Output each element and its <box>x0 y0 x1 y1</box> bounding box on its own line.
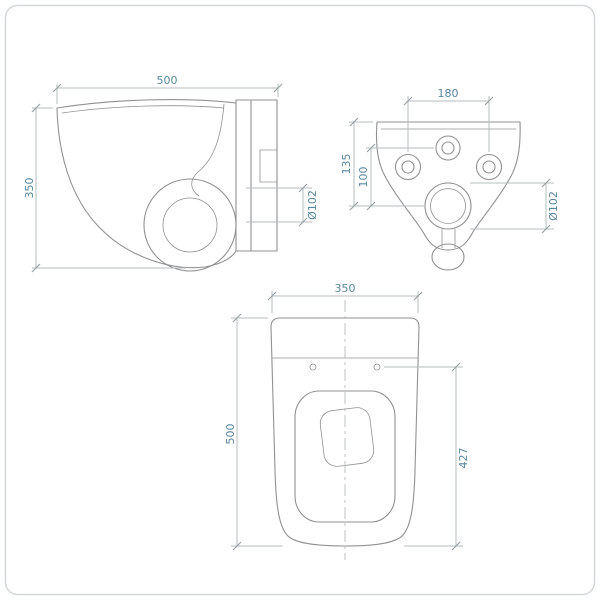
top-width-label: 350 <box>335 282 356 295</box>
rear-outlet-circle-outer <box>424 182 472 230</box>
rear-outlet-depth-label: 135 <box>340 154 353 175</box>
rear-center-hole-outer <box>435 135 461 161</box>
rear-outlet-diameter-label: Ø102 <box>547 191 560 221</box>
rear-view <box>375 121 521 271</box>
side-view <box>56 99 278 272</box>
top-left-hinge-hole <box>309 363 317 371</box>
side-rim-top <box>56 99 237 109</box>
rear-left-mount-hole-inner <box>401 160 415 174</box>
rear-right-mount-hole-outer <box>475 153 503 181</box>
side-rim-inner <box>61 105 225 114</box>
side-trap-channel <box>191 103 225 197</box>
side-width-label: 500 <box>157 74 178 87</box>
top-depth-label: 500 <box>224 424 237 445</box>
side-mount-frame <box>235 99 278 252</box>
page-border <box>4 4 596 596</box>
side-outlet-diameter-label: Ø102 <box>306 190 319 220</box>
top-drain-shape <box>319 407 375 467</box>
rear-hole-spacing-label: 180 <box>438 87 459 100</box>
side-trap-outer <box>143 178 237 272</box>
rear-center-hole-inner <box>441 141 455 155</box>
rear-left-mount-hole-outer <box>394 153 422 181</box>
top-hinge-depth-label: 427 <box>457 448 470 469</box>
top-right-hinge-hole <box>373 363 381 371</box>
top-view-dimensions: 350 500 427 <box>224 282 470 551</box>
rear-outlet-circle-inner <box>430 188 466 224</box>
side-bowl-profile <box>56 107 237 269</box>
side-trap-inner <box>162 197 218 253</box>
side-mount-detail <box>259 149 278 183</box>
rear-body-outline <box>375 121 521 251</box>
rear-view-dimensions: 180 135 100 Ø102 <box>340 87 560 234</box>
rear-hole-depth-label: 100 <box>357 167 370 188</box>
side-view-dimensions: 500 350 Ø102 <box>23 74 319 273</box>
rear-right-mount-hole-inner <box>482 160 496 174</box>
top-bowl-opening <box>294 390 396 523</box>
rear-outlet-pipe-end <box>431 243 465 271</box>
side-height-label: 350 <box>23 178 36 199</box>
